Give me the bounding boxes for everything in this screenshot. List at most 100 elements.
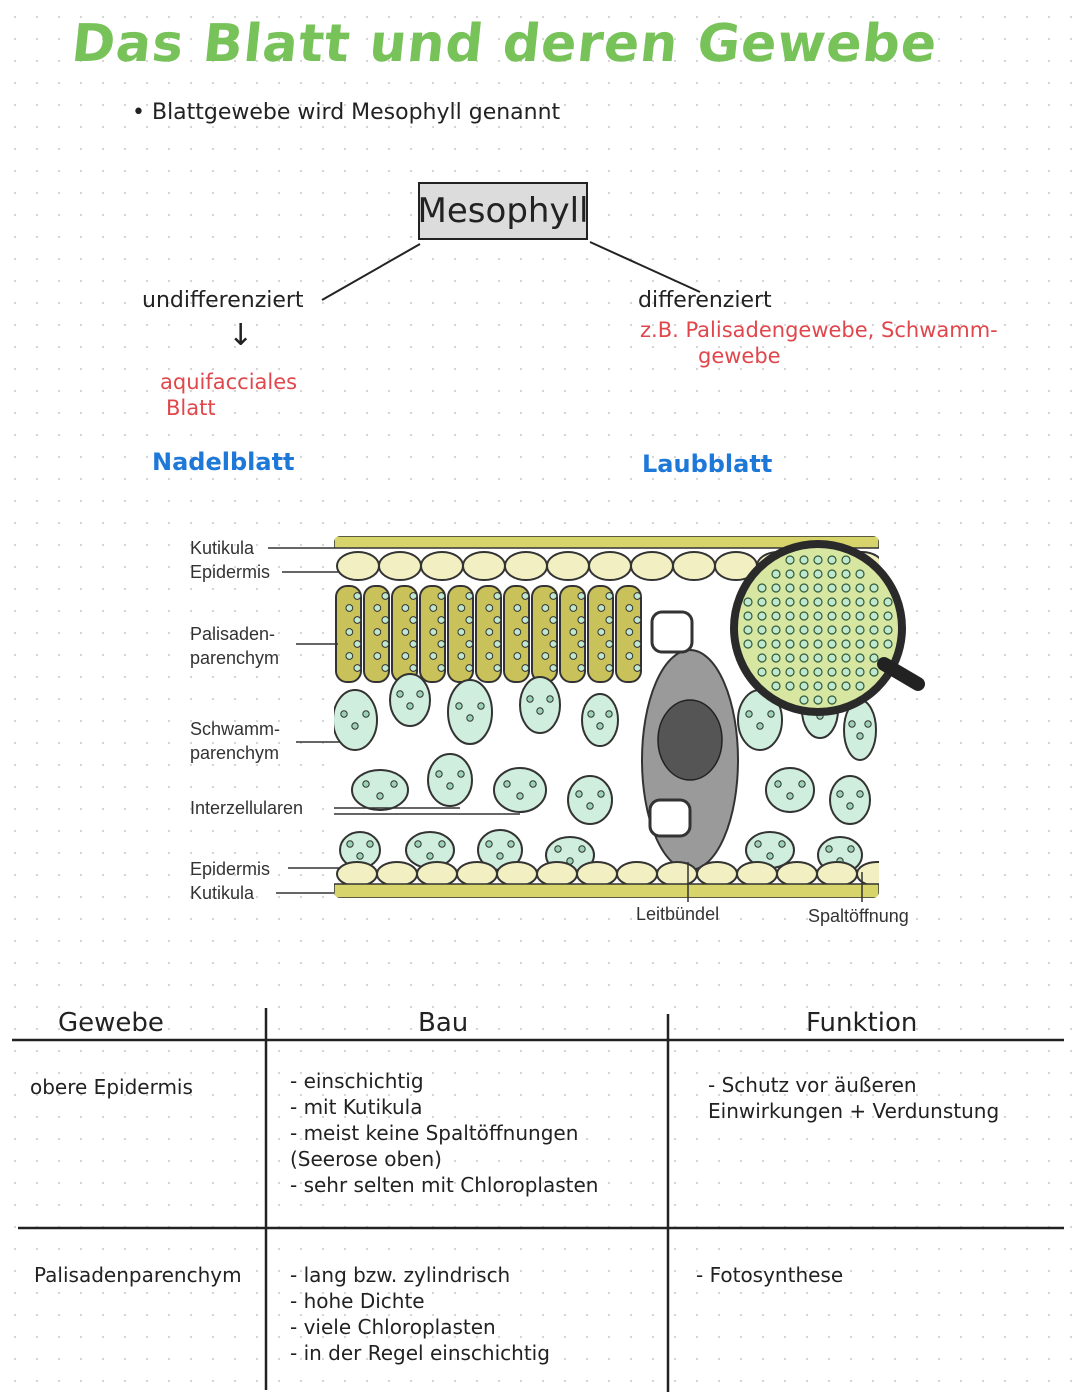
chloroplast [438,840,446,848]
chloroplast [597,604,606,612]
magnified-chloroplast [757,625,767,635]
row1-gewebe: obere Epidermis [30,1075,193,1099]
magnified-chloroplast [785,583,795,593]
chloroplast [847,845,855,853]
spongy-cell [581,693,619,747]
chloroplast [362,710,370,718]
chloroplast [426,852,434,860]
magnified-chloroplast [883,639,893,649]
chloroplast [493,592,502,600]
magnified-chloroplast [785,639,795,649]
magnified-chloroplast [813,653,823,663]
chloroplast [437,616,446,624]
chloroplast [465,592,474,600]
row1-bau: - einschichtig - mit Kutikula - meist ke… [290,1068,598,1198]
magnified-chloroplast [799,555,809,565]
chloroplast [549,592,558,600]
chloroplast [521,592,530,600]
chloroplast [516,792,524,800]
chloroplast [345,628,354,636]
magnified-chloroplast [855,667,865,677]
chloroplast [373,628,382,636]
chloroplast [351,722,359,730]
magnified-chloroplast [841,597,851,607]
spongy-cell [493,767,547,813]
chloroplast [513,604,522,612]
chloroplast [756,722,764,730]
chloroplast [529,780,537,788]
chloroplast [575,790,583,798]
chloroplast [409,664,418,672]
chloroplast [346,840,354,848]
row2-bau-line: - hohe Dichte [290,1289,425,1313]
magnified-chloroplast [841,667,851,677]
chloroplast [767,710,775,718]
chloroplast [477,702,485,710]
chloroplast [455,702,463,710]
magnified-chloroplast [771,681,781,691]
magnified-chloroplast [799,681,809,691]
row2-funktion-line: - Fotosynthese [696,1263,844,1287]
chloroplast [541,604,550,612]
chloroplast [485,628,494,636]
magnified-chloroplast [841,625,851,635]
chloroplast [521,616,530,624]
magnified-chloroplast [813,583,823,593]
chloroplast [429,604,438,612]
magnified-chloroplast [827,653,837,663]
magnified-chloroplast [841,555,851,565]
chloroplast [381,592,390,600]
magnified-chloroplast [869,583,879,593]
chloroplast [381,664,390,672]
chloroplast [507,840,515,848]
chloroplast [465,616,474,624]
magnified-chloroplast [799,583,809,593]
chloroplast [856,732,864,740]
chloroplast [493,664,502,672]
row1-funktion: - Schutz vor äußeren Einwirkungen + Verd… [708,1072,999,1124]
chloroplast [625,604,634,612]
magnified-chloroplast [869,625,879,635]
label-leitbuendel: Leitbündel [636,904,720,924]
chloroplast [754,840,762,848]
chloroplast [605,710,613,718]
chloroplast [778,840,786,848]
arrow-down-icon: ↓ [228,318,254,353]
chloroplast [345,604,354,612]
label-epidermis-bottom: Epidermis [190,859,271,879]
chloroplast [766,852,774,860]
chloroplast [577,616,586,624]
magnified-chloroplast [841,653,851,663]
magnified-chloroplast [827,611,837,621]
chloroplast [513,628,522,636]
chloroplast [353,640,362,648]
chloroplast [416,690,424,698]
magnified-chloroplast [771,667,781,677]
magnified-chloroplast [771,639,781,649]
row1-bau-line: - einschichtig [290,1069,424,1093]
magnified-chloroplast [813,667,823,677]
chloroplast [373,604,382,612]
chloroplast [541,628,550,636]
magnified-chloroplast [869,611,879,621]
chloroplast [353,664,362,672]
row1-bau-line: - mit Kutikula [290,1095,423,1119]
chloroplast [549,616,558,624]
magnified-chloroplast [827,569,837,579]
magnified-chloroplast [771,625,781,635]
magnified-chloroplast [855,625,865,635]
row1-funktion-line: Einwirkungen + Verdunstung [708,1099,1000,1123]
magnified-chloroplast [813,639,823,649]
table-header-gewebe: Gewebe [58,1008,164,1038]
row2-bau-line: - lang bzw. zylindrisch [290,1263,511,1287]
row1-funktion-line: - Schutz vor äußeren [708,1073,917,1097]
chloroplast [465,640,474,648]
magnified-chloroplast [743,625,753,635]
chloroplast [605,592,614,600]
chloroplast [437,640,446,648]
spongy-cell [765,767,815,813]
magnified-chloroplast [855,653,865,663]
chloroplast [409,640,418,648]
label-parenchym-2: parenchym [190,743,280,763]
magnified-chloroplast [799,569,809,579]
